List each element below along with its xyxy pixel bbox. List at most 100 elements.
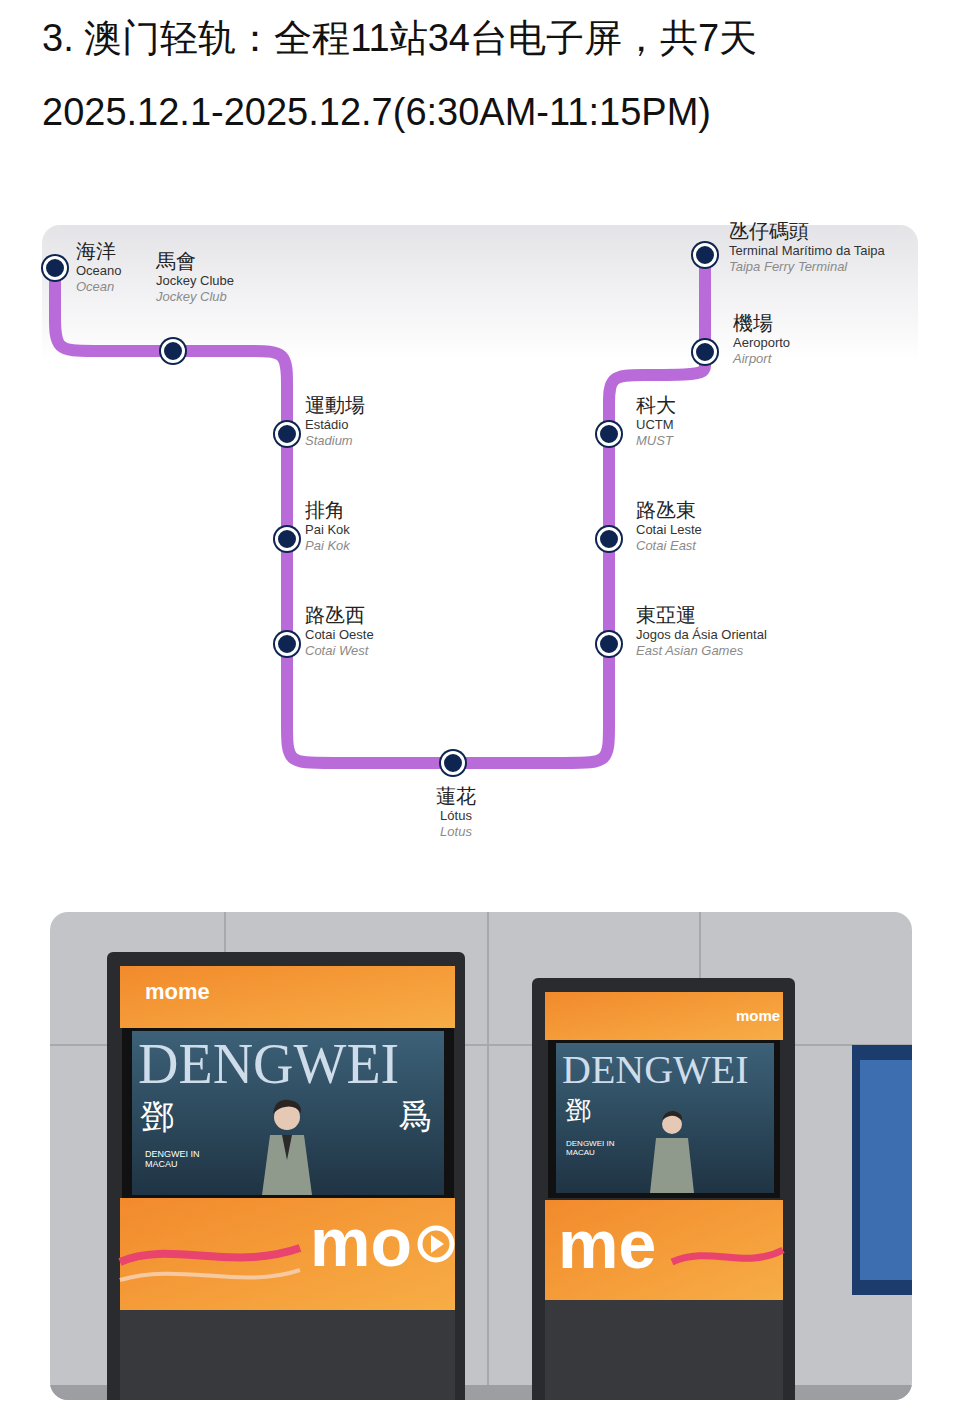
- station-label: 運動場EstádioStadium: [305, 393, 365, 449]
- hair: [273, 1100, 301, 1114]
- jacket: [262, 1135, 312, 1195]
- poster-subtitle: DENGWEI IN MACAU: [566, 1140, 628, 1158]
- brand-logo: mome: [145, 980, 210, 1004]
- station-name: 運動場: [305, 393, 365, 417]
- rail-line: [281, 551, 293, 632]
- kiosk-bottombar: [545, 1200, 783, 1300]
- station-name: 科大: [636, 393, 676, 417]
- station-name-en: Stadium: [305, 433, 365, 449]
- rail-line: [603, 446, 615, 527]
- station-name-pt: Lótus: [436, 808, 476, 824]
- station-name: 馬會: [156, 249, 234, 273]
- rail-line: [55, 280, 161, 351]
- screen-bezel: [548, 1040, 780, 1198]
- station-name-pt: Oceano: [76, 263, 122, 279]
- station-name-en: Taipa Ferry Terminal: [729, 259, 885, 275]
- poster-character: 爲: [398, 1098, 432, 1135]
- rail-line: [699, 267, 711, 340]
- station-name: 路氹西: [305, 603, 374, 627]
- collar: [282, 1135, 292, 1160]
- date-range: 2025.12.1-2025.12.7(6:30AM-11:15PM): [42, 92, 711, 134]
- station-name-en: Pai Kok: [305, 538, 350, 554]
- station-name: 路氹東: [636, 498, 702, 522]
- station-dot: 蓮花LótusLotus: [441, 751, 465, 775]
- poster-character: 鄧: [140, 1098, 174, 1135]
- station-dot: 運動場EstádioStadium: [275, 422, 299, 446]
- station-name: 排角: [305, 498, 350, 522]
- kiosk-lower: [545, 1300, 783, 1400]
- station-dot: 路氹東Cotai LesteCotai East: [597, 527, 621, 551]
- rail-line: [281, 446, 293, 527]
- station-label: 路氹西Cotai OesteCotai West: [305, 603, 374, 659]
- title: 3. 澳门轻轨：全程11站34台电子屏，共7天: [42, 14, 757, 62]
- station-name-en: Ocean: [76, 279, 122, 295]
- station-name-pt: Aeroporto: [733, 335, 790, 351]
- wave: [672, 1250, 783, 1262]
- brand-logo: mome: [736, 1008, 780, 1025]
- station-name-pt: Pai Kok: [305, 522, 350, 538]
- station-name: 氹仔碼頭: [729, 219, 885, 243]
- brand-logo: me: [558, 1207, 656, 1282]
- jacket: [650, 1138, 694, 1193]
- station-label: 海洋OceanoOcean: [76, 239, 122, 295]
- rail-line: [609, 364, 705, 422]
- station-name-pt: Terminal Marítimo da Taipa: [729, 243, 885, 259]
- vending-window: [860, 1060, 912, 1280]
- station-name: 機場: [733, 311, 790, 335]
- vending-machine: [852, 1045, 912, 1295]
- kiosk-bottombar: [120, 1198, 455, 1310]
- poster: [556, 1043, 774, 1193]
- poster-title: DENGWEI: [562, 1048, 749, 1092]
- play-icon: [431, 1235, 444, 1253]
- station-name-pt: Jogos da Ásia Oriental: [636, 627, 767, 643]
- station-label: 氹仔碼頭Terminal Marítimo da TaipaTaipa Ferr…: [729, 219, 885, 275]
- station-name-en: Jockey Club: [156, 289, 234, 305]
- station-name-en: MUST: [636, 433, 676, 449]
- station-name: 東亞運: [636, 603, 767, 627]
- station-name: 海洋: [76, 239, 122, 263]
- rail-line: [185, 351, 287, 422]
- wave: [120, 1248, 300, 1262]
- poster-character: 鄧: [565, 1096, 591, 1125]
- wave: [120, 1270, 300, 1280]
- poster: [132, 1031, 444, 1195]
- photo: [50, 912, 912, 1400]
- station-name-en: Cotai East: [636, 538, 702, 554]
- station-dot: 海洋OceanoOcean: [43, 256, 67, 280]
- station-label: 機場AeroportoAirport: [733, 311, 790, 367]
- rail-line: [287, 656, 441, 763]
- poster-subtitle: DENGWEI IN MACAU: [145, 1150, 215, 1170]
- station-name-en: Airport: [733, 351, 790, 367]
- station-name-en: East Asian Games: [636, 643, 767, 659]
- station-name-en: Lotus: [436, 824, 476, 840]
- station-name-pt: Jockey Clube: [156, 273, 234, 289]
- kiosk-topbar: [120, 966, 455, 1028]
- station-dot: 機場AeroportoAirport: [693, 340, 717, 364]
- station-name-pt: Cotai Leste: [636, 522, 702, 538]
- kiosk-topbar: [545, 992, 783, 1040]
- station-dot: 東亞運Jogos da Ásia OrientalEast Asian Game…: [597, 632, 621, 656]
- map-panel: [42, 225, 918, 845]
- station-label: 東亞運Jogos da Ásia OrientalEast Asian Game…: [636, 603, 767, 659]
- station-dot: 馬會Jockey ClubeJockey Club: [161, 339, 185, 363]
- station-dot: 氹仔碼頭Terminal Marítimo da TaipaTaipa Ferr…: [693, 243, 717, 267]
- rail-line: [465, 656, 609, 763]
- screen-bezel: [122, 1028, 454, 1198]
- station-name-pt: UCTM: [636, 417, 676, 433]
- brand-logo: mo: [310, 1205, 412, 1280]
- station-dot: 排角Pai KokPai Kok: [275, 527, 299, 551]
- station-label: 排角Pai KokPai Kok: [305, 498, 350, 554]
- station-dot: 科大UCTMMUST: [597, 422, 621, 446]
- poster-title: DENGWEI: [138, 1034, 399, 1096]
- station-name-pt: Cotai Oeste: [305, 627, 374, 643]
- hair: [662, 1111, 682, 1121]
- kiosk-lower: [120, 1310, 455, 1400]
- station-label: 蓮花LótusLotus: [436, 784, 476, 840]
- station-name-pt: Estádio: [305, 417, 365, 433]
- station-dot: 路氹西Cotai OesteCotai West: [275, 632, 299, 656]
- kiosk-frame: [107, 952, 465, 1400]
- station-label: 馬會Jockey ClubeJockey Club: [156, 249, 234, 305]
